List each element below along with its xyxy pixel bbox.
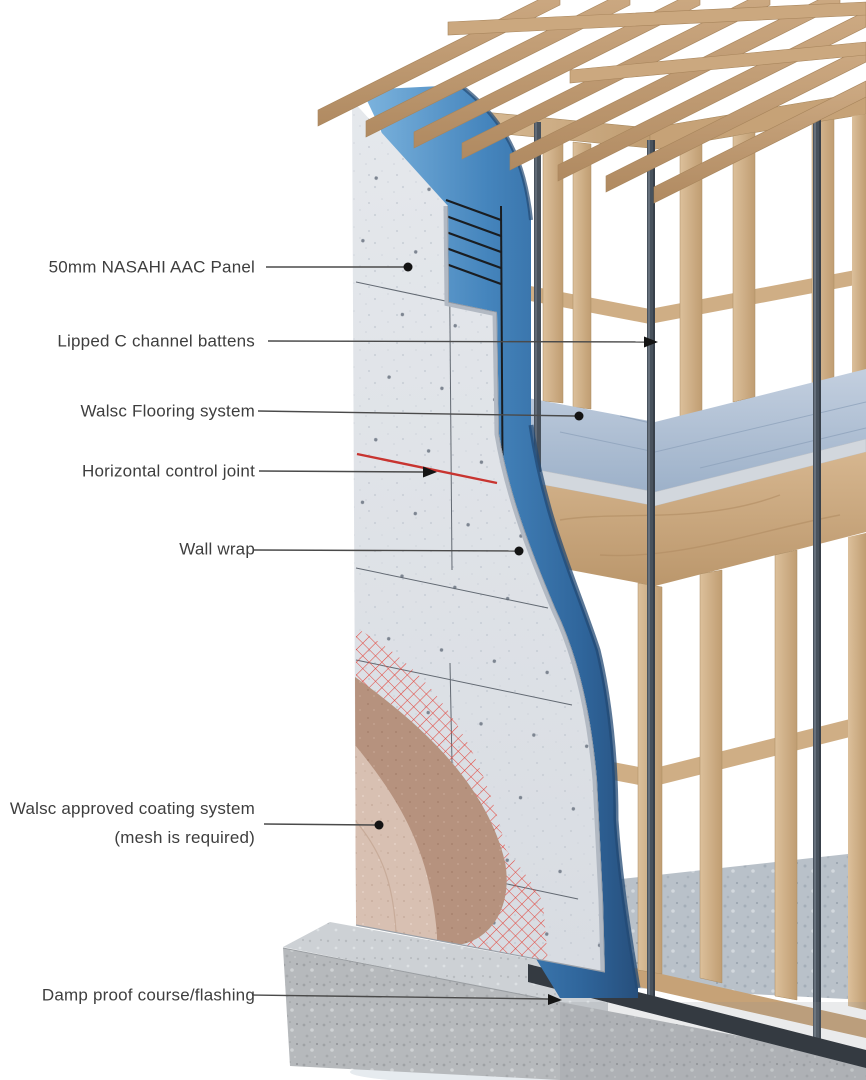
coating-top-coat xyxy=(355,745,437,941)
leader-wall-wrap xyxy=(253,546,524,556)
label-c-channel-battens: Lipped C channel battens xyxy=(57,327,255,356)
roof-purlin xyxy=(569,41,866,84)
label-control-joint-text: Horizontal control joint xyxy=(82,461,255,481)
leader-control-joint xyxy=(258,466,437,478)
label-wall-wrap: Wall wrap xyxy=(179,535,255,564)
c-channel-batten xyxy=(813,108,821,1042)
label-aac-panel-text: 50mm NASAHI AAC Panel xyxy=(48,257,255,277)
leader-c-channel-battens xyxy=(267,336,658,348)
leader-damp-proof-course xyxy=(251,994,562,1005)
c-channel-batten xyxy=(534,122,541,472)
label-coating-system-note: (mesh is required) xyxy=(114,828,255,847)
timber-frame xyxy=(441,91,866,1038)
c-channel-batten xyxy=(647,140,655,1000)
label-wall-wrap-text: Wall wrap xyxy=(179,539,255,559)
c-channel-battens xyxy=(534,108,821,1042)
label-flooring-system: Walsc Flooring system xyxy=(80,397,255,426)
leader-aac-panel xyxy=(266,262,413,272)
label-coating-system: Walsc approved coating system (mesh is r… xyxy=(10,794,255,852)
leader-flooring-system xyxy=(257,410,584,421)
roof-purlin xyxy=(447,1,866,36)
roof-rafters xyxy=(317,0,866,204)
label-damp-proof-course-text: Damp proof course/flashing xyxy=(41,985,255,1005)
label-flooring-system-text: Walsc Flooring system xyxy=(80,401,255,421)
leader-lines xyxy=(251,262,658,1005)
label-c-channel-battens-text: Lipped C channel battens xyxy=(57,331,255,351)
leader-coating-system xyxy=(263,820,384,830)
label-control-joint: Horizontal control joint xyxy=(82,457,255,486)
concrete-slab xyxy=(282,922,866,1080)
label-damp-proof-course: Damp proof course/flashing xyxy=(42,981,255,1010)
coating-system xyxy=(354,628,548,963)
label-aac-panel: 50mm NASAHI AAC Panel xyxy=(49,253,255,282)
label-coating-system-text: Walsc approved coating system xyxy=(9,799,255,818)
